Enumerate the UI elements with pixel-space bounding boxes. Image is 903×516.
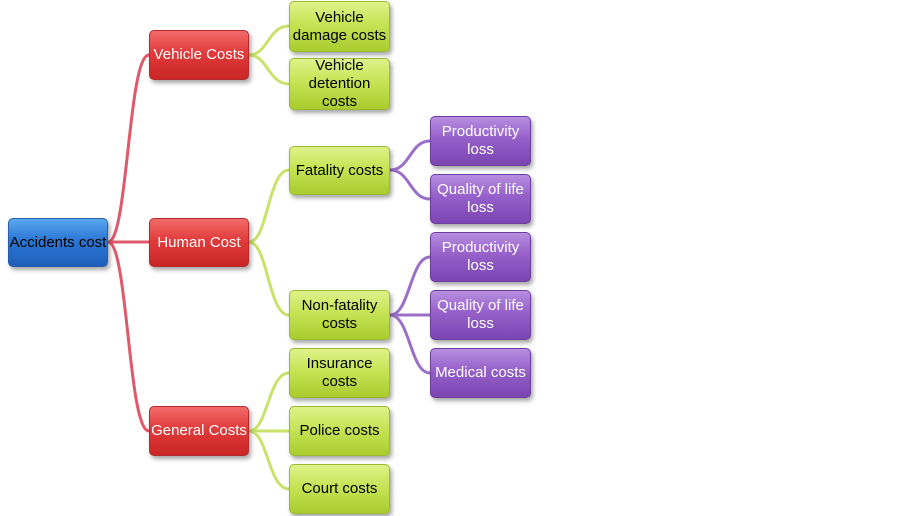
connector-root-general — [107, 240, 150, 433]
connector-general-court — [248, 429, 290, 491]
node-fatality-productivity-loss: Productivity loss — [430, 116, 531, 166]
connector-vehicle-damage — [248, 24, 290, 57]
connector-nonfatality-productivity — [389, 255, 431, 317]
node-court-costs: Court costs — [289, 464, 390, 514]
node-fatality-quality-of-life-loss: Quality of life loss — [430, 174, 531, 224]
node-human-cost: Human Cost — [149, 218, 249, 267]
node-medical-costs: Medical costs — [430, 348, 531, 398]
node-accidents-cost: Accidents cost — [8, 218, 108, 267]
node-vehicle-detention-costs: Vehicle detention costs — [289, 57, 390, 110]
node-nonfatality-productivity-loss: Productivity loss — [430, 232, 531, 282]
node-vehicle-damage-costs: Vehicle damage costs — [289, 1, 390, 52]
node-non-fatality-costs: Non-fatality costs — [289, 290, 390, 340]
node-insurance-costs: Insurance costs — [289, 348, 390, 398]
connector-fatality-quality — [389, 168, 431, 201]
connector-vehicle-detention — [248, 53, 290, 86]
connector-root-vehicle — [107, 53, 150, 244]
node-general-costs: General Costs — [149, 406, 249, 456]
connector-human-nonfatality — [248, 240, 290, 317]
connector-general-insurance — [248, 371, 290, 433]
node-vehicle-costs: Vehicle Costs — [149, 30, 249, 80]
node-police-costs: Police costs — [289, 406, 390, 456]
connector-nonfatality-medical — [389, 313, 431, 375]
connector-fatality-productivity — [389, 139, 431, 172]
connector-human-fatality — [248, 168, 290, 244]
node-nonfatality-quality-of-life-loss: Quality of life loss — [430, 290, 531, 340]
node-fatality-costs: Fatality costs — [289, 146, 390, 195]
